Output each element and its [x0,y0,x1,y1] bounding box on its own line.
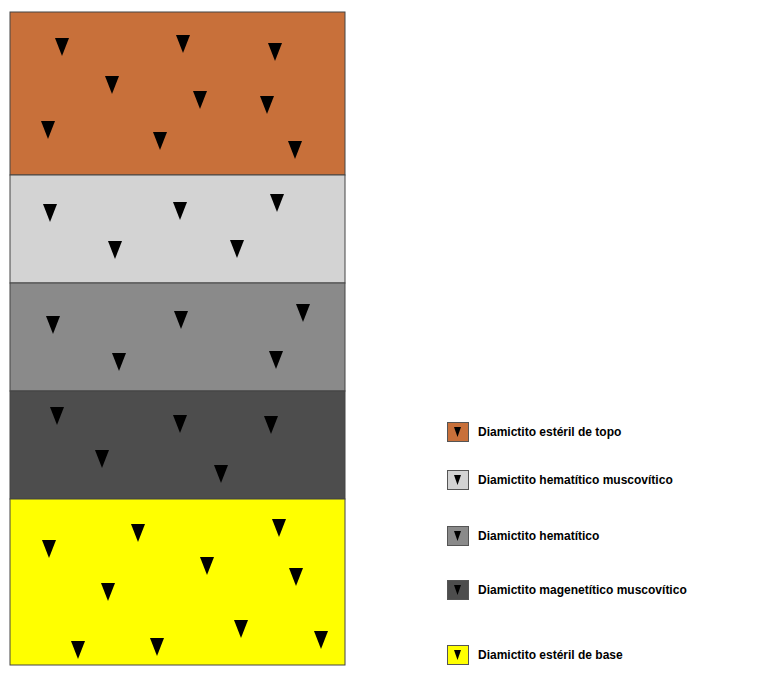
clast-symbol [176,35,190,53]
clast-symbol [448,423,468,441]
layer-band [10,283,345,391]
legend-label: Diamictito hematítico [478,529,599,543]
layer-band [10,499,345,665]
clast-symbol [214,465,228,483]
legend-label: Diamictito estéril de topo [478,425,621,439]
legend-entry: Diamictito magenetítico muscovítico [447,580,687,600]
clast-symbol [448,646,468,664]
clast-symbol [454,585,461,595]
clast-symbol [174,311,188,329]
clast-symbol [50,407,64,425]
legend-label: Diamictito magenetítico muscovítico [478,583,687,597]
clast-symbol [270,194,284,212]
clast-symbol [296,304,310,322]
legend-swatch [447,645,469,665]
clast-symbol [288,141,302,159]
legend-entry: Diamictito hematítico muscovítico [447,470,673,490]
clast-symbol [173,415,187,433]
legend-label: Diamictito estéril de base [478,648,623,662]
legend-swatch [447,470,469,490]
clast-symbol [95,450,109,468]
legend-entry: Diamictito hematítico [447,526,599,546]
layer-band [10,391,345,499]
layer-band [10,175,345,283]
legend-entry: Diamictito estéril de base [447,645,623,665]
legend-entry: Diamictito estéril de topo [447,422,621,442]
clast-symbol [448,581,468,599]
legend-swatch [447,526,469,546]
clast-symbol [448,527,468,545]
clast-symbol [234,620,248,638]
clast-symbol [230,240,244,258]
clast-symbol [43,204,57,222]
layer-band [10,12,345,175]
clast-symbol [454,475,461,485]
clast-symbol [272,519,286,537]
clast-symbol [193,91,207,109]
clast-symbol [260,96,274,114]
clast-symbol [108,241,122,259]
clast-symbols [41,35,328,659]
clast-symbol [173,202,187,220]
clast-symbol [448,471,468,489]
clast-symbol [46,316,60,334]
clast-symbol [105,76,119,94]
clast-symbol [454,427,461,437]
clast-symbol [42,540,56,558]
clast-symbol [264,416,278,434]
legend-swatch [447,580,469,600]
clast-symbol [153,132,167,150]
clast-symbol [101,583,115,601]
clast-symbol [150,638,164,656]
clast-symbol [200,557,214,575]
clast-symbol [55,38,69,56]
clast-symbol [289,568,303,586]
clast-symbol [41,121,55,139]
clast-symbol [314,631,328,649]
legend-swatch [447,422,469,442]
clast-symbol [454,531,461,541]
clast-symbol [268,43,282,61]
clast-symbol [112,353,126,371]
legend-label: Diamictito hematítico muscovítico [478,473,673,487]
clast-symbol [269,351,283,369]
clast-symbol [71,641,85,659]
clast-symbol [454,650,461,660]
clast-symbol [131,524,145,542]
